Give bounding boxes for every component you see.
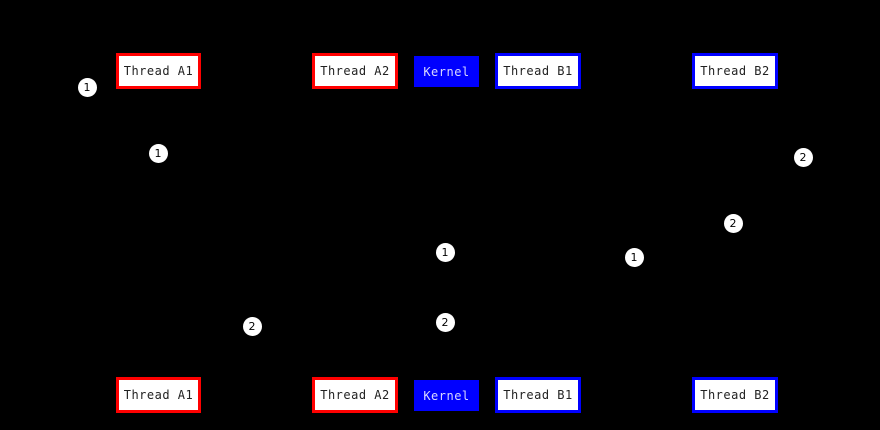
message-arrow-3: [734, 166, 803, 167]
participant-label: Thread A1: [123, 388, 194, 402]
participant-label: Thread A2: [320, 388, 390, 402]
message-arrow-5: [446, 261, 537, 262]
participant-thread-b2-top[interactable]: Thread B2: [692, 53, 778, 89]
participant-label: Kernel: [423, 388, 470, 403]
step-circle-label: 2: [248, 319, 256, 333]
lifeline-thread-a1: [158, 89, 159, 377]
step-circle: 2: [435, 312, 455, 332]
step-circle-label: 2: [799, 150, 807, 164]
step-circle: 2: [242, 316, 262, 336]
participant-thread-a1-top[interactable]: Thread A1: [116, 53, 201, 89]
step-circle-label: 1: [630, 250, 638, 264]
participant-label: Thread B1: [503, 64, 573, 78]
message-arrow-4: [537, 232, 734, 233]
participant-thread-a2-bottom[interactable]: Thread A2: [312, 377, 398, 413]
participant-kernel-bottom[interactable]: Kernel: [414, 380, 479, 411]
participant-label: Thread A1: [123, 64, 194, 78]
participant-label: Thread B1: [503, 388, 573, 402]
participant-thread-b1-bottom[interactable]: Thread B1: [495, 377, 581, 413]
participant-thread-a2-top[interactable]: Thread A2: [312, 53, 398, 89]
step-circle-label: 1: [154, 146, 162, 160]
message-arrow-7: [252, 335, 355, 336]
participant-label: Thread A2: [320, 64, 390, 78]
lifeline-thread-b2: [734, 89, 735, 377]
step-circle: 2: [723, 213, 743, 233]
lifeline-thread-a2: [355, 89, 356, 377]
step-circle: 2: [793, 147, 813, 167]
participant-thread-b2-bottom[interactable]: Thread B2: [692, 377, 778, 413]
participant-thread-b1-top[interactable]: Thread B1: [495, 53, 581, 89]
step-circle: 1: [624, 247, 644, 267]
participant-label: Kernel: [423, 64, 470, 79]
message-arrow-2: [158, 162, 355, 163]
participant-label: Thread B2: [700, 388, 770, 402]
participant-thread-a1-bottom[interactable]: Thread A1: [116, 377, 201, 413]
message-arrow-1: [87, 96, 158, 97]
step-circle-label: 1: [441, 245, 449, 259]
step-circle: 1: [148, 143, 168, 163]
step-circle-label: 1: [83, 80, 91, 94]
lifeline-thread-b1: [537, 89, 538, 377]
step-circle-label: 2: [441, 315, 449, 329]
participant-kernel-top[interactable]: Kernel: [414, 56, 479, 87]
step-circle: 1: [435, 242, 455, 262]
step-circle: 1: [77, 77, 97, 97]
message-arrow-6: [446, 331, 537, 332]
participant-label: Thread B2: [700, 64, 770, 78]
lifeline-kernel: [446, 84, 447, 377]
step-circle-label: 2: [729, 216, 737, 230]
